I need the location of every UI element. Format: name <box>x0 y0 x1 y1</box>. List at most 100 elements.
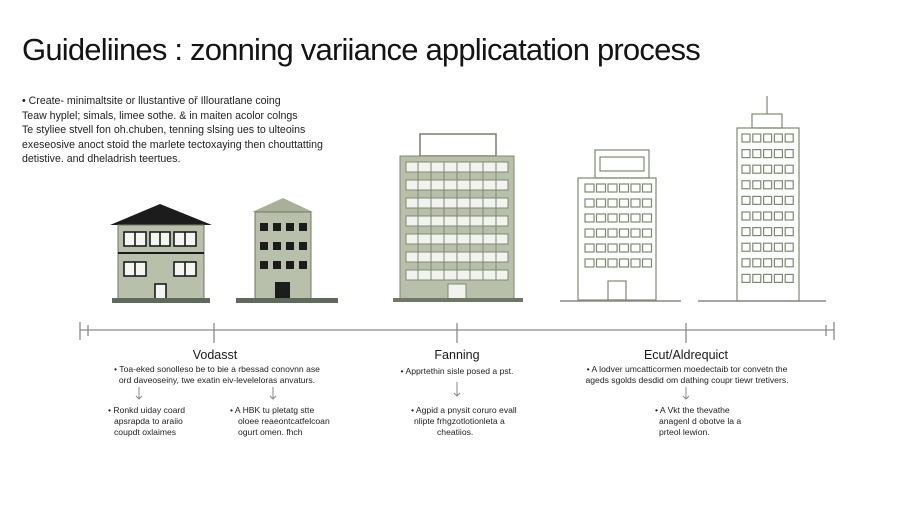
house-building <box>110 204 212 303</box>
stage-description: • Apprtethin sisle posed a pst. <box>382 366 532 377</box>
sub-line: • A HBK tu pletatg stte <box>230 405 315 415</box>
window <box>773 273 784 283</box>
window <box>630 183 641 193</box>
skyscraper-building <box>698 96 826 302</box>
window <box>773 211 784 221</box>
window <box>630 228 641 238</box>
window <box>741 133 751 143</box>
window <box>741 164 751 174</box>
desc-line: • Toa-eked sonolleso be to bie a rbessad… <box>114 364 320 374</box>
sub-line: cheatiios. <box>437 427 474 437</box>
sub-line: nlipte frhgzotlotionleta a <box>414 416 505 426</box>
sub-line: anagenl d obotve la a <box>659 416 742 426</box>
window <box>784 180 794 190</box>
window <box>752 211 762 221</box>
window <box>752 227 762 237</box>
stage-label: Fanning <box>434 348 480 362</box>
window <box>784 195 794 205</box>
window <box>618 243 630 253</box>
window <box>584 198 595 208</box>
sub-line: ogurt omen. fhch <box>238 427 303 437</box>
window <box>618 213 630 223</box>
window <box>762 180 773 190</box>
window <box>607 198 618 208</box>
sub-line: apsrapda to araiio <box>114 416 183 426</box>
window <box>752 195 762 205</box>
window <box>595 243 607 253</box>
window <box>762 211 773 221</box>
window <box>630 198 641 208</box>
arrow-down-icon <box>135 382 690 400</box>
window <box>641 243 653 253</box>
window <box>762 133 773 143</box>
window <box>752 273 762 283</box>
midrise-building <box>393 133 523 302</box>
window <box>784 227 794 237</box>
sub-line: prteol lewion. <box>659 427 710 437</box>
desc-line: ord daveoseiny, twe exatin eiv-levelelor… <box>118 375 316 385</box>
window <box>641 228 653 238</box>
window <box>584 258 595 268</box>
window <box>752 242 762 252</box>
stage-label: Ecut/Aldrequict <box>643 348 729 362</box>
window <box>595 213 607 223</box>
stage-description: • Toa-eked sonolleso be to bie a rbessad… <box>112 364 322 386</box>
window <box>618 228 630 238</box>
window <box>752 164 762 174</box>
window <box>741 242 751 252</box>
stage-description: • A lodver umcatticormen moedectaib tor … <box>582 364 792 386</box>
desc-line: • Apprtethin sisle posed a pst. <box>400 366 514 376</box>
window <box>584 183 595 193</box>
window <box>595 198 607 208</box>
desc-line: • A lodver umcatticormen moedectaib tor … <box>586 364 788 374</box>
process-timeline <box>79 322 835 343</box>
intro-line: exeseosive anoct stoid the marlete tecto… <box>22 138 323 151</box>
intro-line: • Create- minimaltsite or llustantive oř… <box>22 95 281 107</box>
window <box>752 133 762 143</box>
window <box>741 258 751 268</box>
window <box>773 258 784 268</box>
stage-label: Vodasst <box>192 348 238 362</box>
sub-line: • Ronkd uiday coard <box>108 405 186 415</box>
window <box>630 243 641 253</box>
sub-step: • Ronkd uiday coard apsrapda to araiio c… <box>108 405 185 438</box>
sub-line: • A Vkt the thevathe <box>655 405 730 415</box>
window <box>618 198 630 208</box>
sub-line: oloee reaeontcatfelcoan <box>238 416 330 426</box>
window <box>773 242 784 252</box>
window <box>773 227 784 237</box>
window <box>752 149 762 159</box>
window <box>641 258 653 268</box>
window <box>584 228 595 238</box>
window <box>741 211 751 221</box>
window <box>784 133 794 143</box>
window <box>595 258 607 268</box>
desc-line: ageds sgolds desdid om dathing coupr tie… <box>585 375 789 385</box>
window <box>773 180 784 190</box>
window <box>595 183 607 193</box>
intro-line: Te styliee stvell fon oh.chuben, tenning… <box>22 124 306 136</box>
window <box>773 133 784 143</box>
window <box>762 258 773 268</box>
window <box>607 228 618 238</box>
window <box>618 258 630 268</box>
window <box>741 227 751 237</box>
window <box>773 149 784 159</box>
window <box>641 198 653 208</box>
window <box>762 273 773 283</box>
window <box>741 195 751 205</box>
window <box>584 243 595 253</box>
window <box>773 164 784 174</box>
window <box>641 213 653 223</box>
window <box>784 164 794 174</box>
window <box>741 149 751 159</box>
window <box>607 258 618 268</box>
window <box>784 258 794 268</box>
sub-line: • Agpid a pnysit coruro evall <box>411 405 517 415</box>
window <box>762 227 773 237</box>
window <box>607 183 618 193</box>
window <box>607 243 618 253</box>
window <box>784 211 794 221</box>
window <box>773 195 784 205</box>
